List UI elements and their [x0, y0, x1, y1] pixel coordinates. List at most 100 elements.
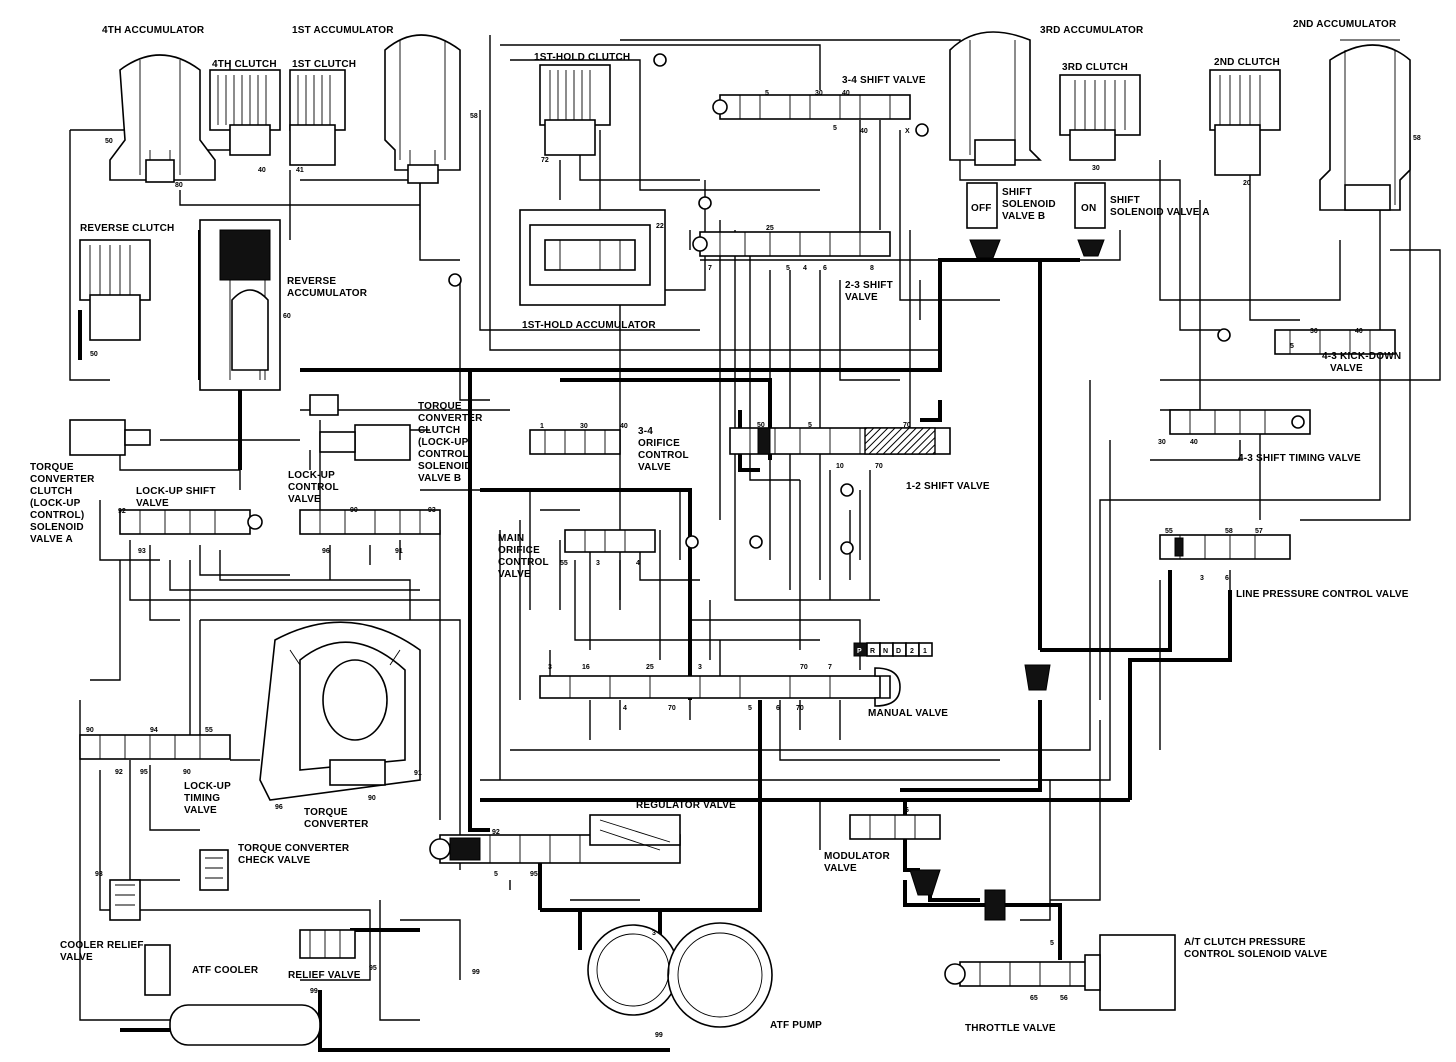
label-lock-up-timing-valve: TIMING [184, 793, 220, 804]
port-label: 8 [870, 265, 874, 272]
label-cooler-relief-valve: COOLER RELIEF [60, 940, 144, 951]
port-label: 3 [698, 664, 702, 671]
port-label: 65 [1030, 995, 1038, 1002]
label-2-3-shift-valve: 2-3 SHIFT [845, 280, 893, 291]
port-label: 92 [115, 769, 123, 776]
reverse-accumulator [199, 219, 281, 391]
tcc-solenoid-valve-a [69, 419, 151, 456]
port-label: 25 [766, 225, 774, 232]
component-labels: 4TH ACCUMULATOR 1ST ACCUMULATOR 4TH CLUT… [30, 19, 1409, 1034]
label-shift-solenoid-a: SHIFT [1110, 195, 1140, 206]
label-reverse-accumulator: ACCUMULATOR [287, 288, 368, 299]
cooler-relief-valve [109, 879, 141, 921]
port-label: 6 [1225, 575, 1229, 582]
port-label: 90 [368, 795, 376, 802]
lock-up-timing-valve [79, 734, 231, 760]
port-label: 55 [1165, 528, 1173, 535]
tcc-solenoid-valve-b [319, 424, 411, 461]
torque-converter-check-valve [199, 849, 229, 891]
shift-solenoid-b-state: OFF [971, 203, 992, 214]
label-2nd-clutch: 2ND CLUTCH [1214, 57, 1280, 68]
label-tcc-solenoid-a: VALVE A [30, 534, 73, 545]
2nd-accumulator [1319, 39, 1411, 211]
label-tcc-solenoid-b: TORQUE [418, 401, 462, 412]
label-torque-converter-check-valve: CHECK VALVE [238, 855, 311, 866]
label-tcc-solenoid-a: CONTROL) [30, 510, 84, 521]
port-label: 1 [540, 423, 544, 430]
label-tcc-solenoid-a: (LOCK-UP [30, 498, 81, 509]
port-label: 70 [796, 705, 804, 712]
2-3-shift-valve [692, 231, 891, 257]
port-label: 41 [296, 167, 304, 174]
port-label: 30 [1092, 165, 1100, 172]
port-label: 4 [623, 705, 627, 712]
label-3-4-shift-valve: 3-4 SHIFT VALVE [842, 75, 926, 86]
port-label: 3 [548, 664, 552, 671]
modulator-valve [849, 814, 941, 840]
label-1-2-shift-valve: 1-2 SHIFT VALVE [906, 481, 990, 492]
port-label: 30 [1158, 439, 1166, 446]
label-3rd-accumulator: 3RD ACCUMULATOR [1040, 25, 1144, 36]
label-relief-valve: RELIEF VALVE [288, 970, 361, 981]
port-label: 90 [86, 727, 94, 734]
label-tcc-solenoid-a: CLUTCH [30, 486, 72, 497]
shift-solenoid-a-state: ON [1081, 203, 1096, 214]
manual-pos-r: R [870, 648, 875, 655]
label-cooler-relief-valve: VALVE [60, 952, 93, 963]
port-label: 70 [668, 705, 676, 712]
label-lock-up-shift-valve: LOCK-UP SHIFT [136, 486, 216, 497]
port-label: 30 [815, 90, 823, 97]
check-valves [309, 53, 1231, 921]
port-label: 55 [560, 560, 568, 567]
port-label: 90 [183, 769, 191, 776]
label-3-4-orifice-control-valve: VALVE [638, 462, 671, 473]
port-label: 3 [652, 930, 656, 937]
port-label: 95 [140, 769, 148, 776]
label-main-orifice-control-valve: CONTROL [498, 557, 549, 568]
label-4-3-kick-down-valve: VALVE [1330, 363, 1363, 374]
port-label: 90 [350, 507, 358, 514]
port-label: 25 [646, 664, 654, 671]
port-label: 92 [118, 508, 126, 515]
port-label: 40 [1355, 328, 1363, 335]
port-label: 93 [95, 871, 103, 878]
label-modulator-valve: VALVE [824, 863, 857, 874]
atf-cooler [144, 944, 321, 1046]
port-label: 7 [708, 265, 712, 272]
label-1st-hold-clutch: 1ST-HOLD CLUTCH [534, 52, 630, 63]
port-label: 5 [765, 90, 769, 97]
lock-up-shift-valve [119, 509, 263, 535]
label-1st-hold-accumulator: 1ST-HOLD ACCUMULATOR [522, 320, 656, 331]
label-4th-clutch: 4TH CLUTCH [212, 59, 277, 70]
port-label: 95 [530, 871, 538, 878]
label-2-3-shift-valve: VALVE [845, 292, 878, 303]
1-2-shift-valve [729, 427, 951, 455]
throttle-valve [944, 961, 1091, 987]
label-atf-cooler: ATF COOLER [192, 965, 259, 976]
label-3-4-orifice-control-valve: ORIFICE [638, 438, 680, 449]
lock-up-control-valve [299, 509, 441, 535]
port-label: 70 [875, 463, 883, 470]
manual-valve [539, 667, 901, 707]
manual-pos-2: 2 [910, 648, 914, 655]
port-label: 16 [582, 664, 590, 671]
port-label: 6 [905, 807, 909, 814]
port-label: 99 [310, 988, 318, 995]
port-label: 5 [1290, 343, 1294, 350]
4-3-shift-timing-valve [1169, 409, 1311, 435]
label-tcc-solenoid-b: CONTROL) [418, 449, 472, 460]
label-shift-solenoid-b: SOLENOID [1002, 199, 1056, 210]
manual-pos-d: D [896, 648, 901, 655]
port-label: 50 [757, 422, 765, 429]
port-label: 3 [1200, 575, 1204, 582]
port-label: 5 [494, 871, 498, 878]
regulator-valve [429, 814, 681, 864]
port-label: 40 [258, 167, 266, 174]
port-label: 91 [414, 770, 422, 777]
port-label: 93 [428, 507, 436, 514]
label-2nd-accumulator: 2ND ACCUMULATOR [1293, 19, 1397, 30]
port-label: 94 [150, 727, 158, 734]
label-3-4-orifice-control-valve: 3-4 [638, 426, 653, 437]
label-reverse-accumulator: REVERSE [287, 276, 336, 287]
label-tcc-solenoid-b: VALVE B [418, 473, 461, 484]
